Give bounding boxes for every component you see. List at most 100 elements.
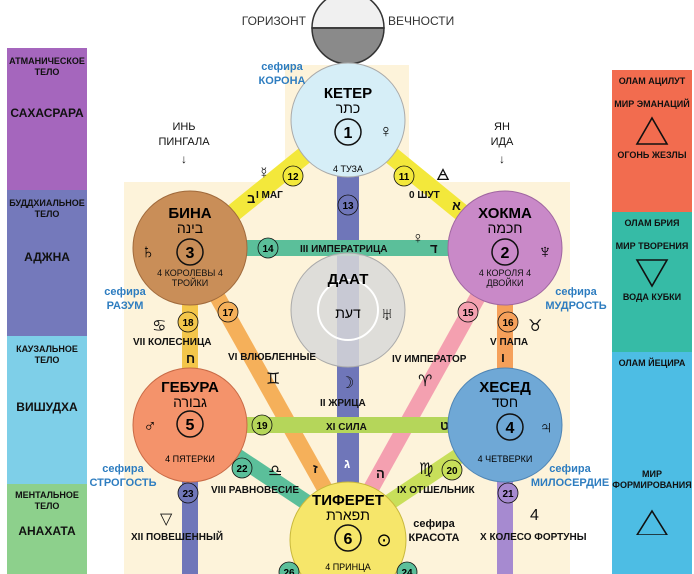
gebura-cards: 4 ПЯТЕРКИ <box>165 454 215 464</box>
yang-arrow-icon: ↓ <box>499 152 505 166</box>
world-atzilut: ОЛАМ АЦИЛУТ МИР ЭМАНАЦИЙ ОГОНЬ ЖЕЗЛЫ <box>612 70 692 212</box>
tiferet-number: 6 <box>344 531 353 548</box>
tiferet-cards: 4 ПРИНЦА <box>325 562 371 572</box>
body-mental-small: МЕНТАЛЬНОЕ ТЕЛО <box>15 490 79 511</box>
world-atzilut-l1: ОЛАМ АЦИЛУТ <box>618 76 686 86</box>
world-beriah: ОЛАМ БРИЯ МИР ТВОРЕНИЯ ВОДА КУБКИ <box>612 212 692 352</box>
label-path-13: II ЖРИЦА <box>320 398 366 409</box>
horizon-left-label: ГОРИЗОНТ <box>242 14 307 28</box>
hesed-hebrew: חסד <box>492 394 518 410</box>
body-buddhial-large: АДЖНА <box>24 250 70 264</box>
body-mental-large: АНАХАТА <box>18 524 76 538</box>
body-mental: МЕНТАЛЬНОЕ ТЕЛО АНАХАТА <box>7 484 87 574</box>
badge-11: 11 <box>399 172 410 183</box>
path-14-venus-icon: ♀ <box>412 230 424 247</box>
razum-label-1: сефира <box>104 286 146 298</box>
label-path-19: XI СИЛА <box>326 422 367 433</box>
label-path-14: III ИМПЕРАТРИЦА <box>300 244 388 255</box>
sephira-bina: БИНА בינה 3 ♄ 4 КОРОЛЕВЫ 4 ТРОЙКИ <box>132 190 248 306</box>
korona-label-2: КОРОНА <box>259 75 306 87</box>
strogost-label-1: сефира <box>102 463 144 475</box>
keter-name: КЕТЕР <box>324 85 372 102</box>
daat-name: ДААТ <box>328 271 369 288</box>
pingala-title: ПИНГАЛА <box>158 136 210 148</box>
sephira-keter: КЕТЕР כתר 1 ♀ 4 ТУЗА <box>290 62 406 178</box>
path-19-letter: ט <box>440 418 449 433</box>
keter-number: 1 <box>344 125 353 142</box>
yang-title: ЯН <box>494 121 510 133</box>
hokma-name: ХОКМА <box>478 205 532 222</box>
body-atmanic: АТМАНИЧЕСКОЕ ТЕЛО САХАСРАРА <box>7 48 87 190</box>
horizon-right-label: ВЕЧНОСТИ <box>388 14 454 28</box>
path-18-letter: ח <box>186 351 195 366</box>
body-buddhial-small: БУДДХИАЛЬНОЕ ТЕЛО <box>9 198 85 219</box>
bina-hebrew: בינה <box>177 220 203 236</box>
sephira-labels: сефира КОРОНА сефира РАЗУМ сефира МУДРОС… <box>89 61 609 544</box>
label-path-23: XII ПОВЕШЕННЫЙ <box>131 530 223 543</box>
badge-22: 22 <box>236 464 248 475</box>
badge-20: 20 <box>446 466 458 477</box>
gemini-icon: ♊ <box>266 371 280 388</box>
bina-name: БИНА <box>168 205 211 222</box>
label-path-17: VI ВЛЮБЛЕННЫЕ <box>228 352 316 363</box>
keter-hebrew: כתר <box>336 100 361 116</box>
hesed-number: 4 <box>506 420 515 437</box>
bina-cards: 4 КОРОЛЕВЫ 4 ТРОЙКИ <box>157 268 223 288</box>
fire-triangle-icon <box>635 116 669 145</box>
label-path-11: 0 ШУТ <box>409 190 440 201</box>
sephira-tiferet: ТИФЕРЕТ תפארת 6 ⊙ 4 ПРИНЦА <box>289 481 407 574</box>
tiferet-hebrew: תפארת <box>326 507 370 523</box>
krasota-label-1: сефира <box>413 518 455 530</box>
hokma-cards: 4 КОРОЛЯ 4 ДВОЙКИ <box>478 268 532 288</box>
taurus-icon: ♉ <box>528 318 542 335</box>
body-atmanic-large: САХАСРАРА <box>10 106 84 120</box>
path-11-letter: א <box>452 198 461 213</box>
virgo-icon: ♍ <box>419 461 433 478</box>
sephira-hesed: ХЕСЕД חסד 4 ♃ 4 ЧЕТВЕРКИ <box>447 367 563 483</box>
body-causal-large: ВИШУДХА <box>16 400 78 414</box>
moon-icon: ☽ <box>340 375 354 392</box>
air-icon: 🜁 <box>436 167 450 184</box>
sephira-hokma: ХОКМА חכמה 2 ♆ 4 КОРОЛЯ 4 ДВОЙКИ <box>447 190 563 306</box>
keter-cards: 4 ТУЗА <box>333 164 363 174</box>
venus-icon: ♀ <box>379 121 393 141</box>
world-atzilut-l2: МИР ЭМАНАЦИЙ <box>614 99 690 109</box>
world-beriah-l2: МИР ТВОРЕНИЯ <box>615 241 689 251</box>
krasota-label-2: КРАСОТА <box>409 532 460 544</box>
yin-arrow-icon: ↓ <box>181 152 187 166</box>
libra-icon: ♎ <box>268 463 282 480</box>
world-atzilut-l3: ОГОНЬ ЖЕЗЛЫ <box>617 150 687 160</box>
mudrost-label-2: МУДРОСТЬ <box>545 300 606 312</box>
world-yetzirah-l1: ОЛАМ ЙЕЦИРА <box>618 358 686 368</box>
label-path-18: VII КОЛЕСНИЦА <box>133 337 211 348</box>
mercury-icon: ☿ <box>258 165 270 182</box>
path-17-letter: ז <box>313 461 318 476</box>
sun-icon: ⊙ <box>376 530 391 550</box>
sephira-gebura: ГЕБУРА גבורה 5 ♂ 4 ПЯТЕРКИ <box>132 367 248 483</box>
water-icon: ▽ <box>160 511 173 528</box>
label-path-20: IX ОТШЕЛЬНИК <box>397 485 475 496</box>
badge-17: 17 <box>222 308 234 319</box>
uranus-icon: ♅ <box>380 304 394 324</box>
gebura-hebrew: גבורה <box>173 394 207 410</box>
path-15-letter: ה <box>376 466 385 481</box>
label-path-15: IV ИМПЕРАТОР <box>392 354 467 365</box>
world-yetzirah: ОЛАМ ЙЕЦИРА МИР ФОРМИРОВАНИЯ <box>612 352 692 574</box>
path-14-letter: ד <box>430 241 438 256</box>
badge-15: 15 <box>462 308 474 319</box>
cancer-icon: ♋ <box>152 318 166 335</box>
gebura-number: 5 <box>186 417 195 434</box>
miloserdie-label-1: сефира <box>549 463 591 475</box>
badge-16: 16 <box>502 318 514 329</box>
path-16-letter: ו <box>501 350 505 365</box>
path-12-letter: ב <box>247 191 255 206</box>
jupiter-icon: ♃ <box>539 417 553 437</box>
mudrost-label-1: сефира <box>555 286 597 298</box>
world-beriah-l3: ВОДА КУБКИ <box>622 292 682 302</box>
badge-12: 12 <box>287 172 299 183</box>
badge-18: 18 <box>182 318 194 329</box>
world-yetzirah-l2: МИР ФОРМИРОВАНИЯ <box>612 469 692 490</box>
label-path-12: I МАГ <box>256 190 283 201</box>
label-path-21: X КОЛЕСО ФОРТУНЫ <box>480 532 587 543</box>
air-triangle-icon <box>636 509 668 535</box>
